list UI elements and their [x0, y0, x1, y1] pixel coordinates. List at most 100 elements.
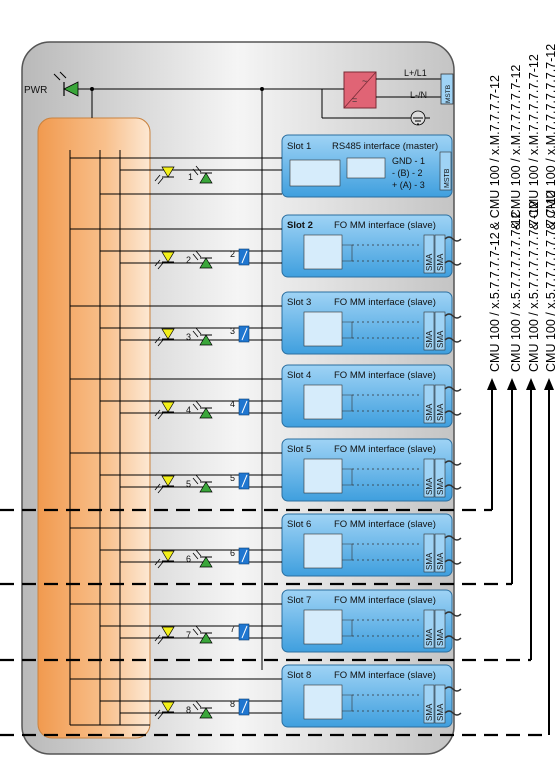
slot-title: FO MM interface (slave) — [334, 595, 436, 606]
earth-ground-icon — [410, 110, 426, 126]
svg-text:~: ~ — [362, 76, 367, 86]
led-number: 3 — [186, 332, 191, 342]
sma-connector — [423, 609, 435, 649]
power-supply: = ~ — [343, 71, 377, 109]
sma-connector — [423, 458, 435, 498]
slot-1-led-number: 1 — [188, 172, 193, 182]
sma-connector — [434, 533, 446, 573]
arrow-up-icon — [526, 378, 536, 390]
slot-yellow-led-icon — [154, 401, 175, 420]
slot-yellow-led-icon — [154, 251, 175, 270]
slot-name: Slot 8 — [287, 670, 311, 681]
pwr-label: PWR — [24, 85, 47, 96]
slot-name: Slot 7 — [287, 595, 311, 606]
slot-title: FO MM interface (slave) — [334, 220, 436, 231]
slot-green-led-icon — [192, 474, 213, 493]
fiber-cable-icon — [444, 535, 462, 541]
fiber-cable-icon — [444, 313, 462, 319]
led-number: 6 — [230, 548, 235, 558]
led-number: 5 — [186, 479, 191, 489]
sma-label: SMA — [436, 628, 445, 646]
slot-1-name: Slot 1 — [287, 141, 311, 152]
sma-connector — [434, 684, 446, 724]
sma-label: SMA — [436, 703, 445, 721]
model-label: CMU 100 / x.5.7.7.7.7.7.7.7-12 — [527, 201, 541, 372]
led-number: 8 — [186, 705, 191, 715]
arrow-up-icon — [507, 378, 517, 390]
sma-label: SMA — [425, 703, 434, 721]
slot-yellow-led-icon — [154, 475, 175, 494]
psu-terminal-label: MSTB — [445, 85, 452, 103]
slot-green-led-icon — [192, 700, 213, 719]
arrow-up-icon — [544, 378, 554, 390]
model-label-suffix: & CMU 100 / x.M.7.7.7.7.7.7-12 — [527, 54, 541, 230]
led-number: 2 — [186, 255, 191, 265]
internal-bus — [37, 117, 151, 739]
fiber-cable-icon — [444, 236, 462, 242]
slot-title: FO MM interface (slave) — [334, 370, 436, 381]
sma-label: SMA — [425, 628, 434, 646]
arrow-up-icon — [487, 378, 497, 390]
sma-connector — [423, 533, 435, 573]
slot-yellow-led-icon — [154, 626, 175, 645]
slot-green-led-icon — [192, 327, 213, 346]
fiber-cable-icon — [444, 260, 462, 266]
sma-label: SMA — [436, 552, 445, 570]
psu-n-label: L-/N — [410, 90, 427, 100]
model-label-suffix: & CMU 100 / x.M.7.7.7.7.7.7.7-12 — [544, 44, 556, 230]
fiber-cable-icon — [444, 710, 462, 716]
slot-title: FO MM interface (slave) — [334, 670, 436, 681]
psu-terminal — [440, 73, 454, 105]
slot-name: Slot 3 — [287, 297, 311, 308]
model-label: CMU 100 / x.5.7.7.7.7.7.7.7.7-12 — [544, 191, 556, 372]
fiber-cable-icon — [444, 337, 462, 343]
fiber-cable-icon — [444, 635, 462, 641]
sma-connector — [434, 458, 446, 498]
slot-name: Slot 2 — [287, 220, 313, 231]
sma-label: SMA — [425, 477, 434, 495]
led-number: 8 — [230, 699, 235, 709]
led-number: 5 — [230, 473, 235, 483]
slot-1-pin-3: + (A) - 3 — [392, 180, 425, 190]
fiber-cable-icon — [444, 460, 462, 466]
fiber-cable-icon — [444, 410, 462, 416]
sma-label: SMA — [436, 403, 445, 421]
psu-l-label: L+/L1 — [404, 68, 427, 78]
slot-title: FO MM interface (slave) — [334, 297, 436, 308]
led-number: 6 — [186, 554, 191, 564]
slot-yellow-led-icon — [154, 328, 175, 347]
slot-1-card: Slot 1 RS485 interface (master) GND - 1 … — [281, 134, 453, 198]
fiber-cable-icon — [444, 386, 462, 392]
slot-title: FO MM interface (slave) — [334, 444, 436, 455]
slot-yellow-led-icon — [154, 701, 175, 720]
sma-connector — [423, 311, 435, 351]
model-label: CMU 100 / x.5.7.7.7.7-12 — [488, 232, 502, 372]
sma-connector — [423, 234, 435, 274]
slot-title: FO MM interface (slave) — [334, 519, 436, 530]
sma-connector — [423, 684, 435, 724]
led-number: 2 — [230, 249, 235, 259]
fiber-cable-icon — [444, 484, 462, 490]
sma-connector — [434, 234, 446, 274]
sma-connector — [423, 384, 435, 424]
fiber-cable-icon — [444, 611, 462, 617]
sma-label: SMA — [436, 477, 445, 495]
led-number: 7 — [230, 624, 235, 634]
led-number: 3 — [230, 326, 235, 336]
sma-label: SMA — [425, 552, 434, 570]
slot-name: Slot 4 — [287, 370, 311, 381]
sma-connector — [434, 609, 446, 649]
sma-label: SMA — [425, 403, 434, 421]
sma-connector — [434, 311, 446, 351]
led-number: 4 — [186, 405, 191, 415]
slot-1-pin-1: GND - 1 — [392, 156, 425, 166]
led-number: 4 — [230, 399, 235, 409]
model-label: CMU 100 / x.5.7.7.7.7.7.7-12 — [509, 211, 523, 372]
